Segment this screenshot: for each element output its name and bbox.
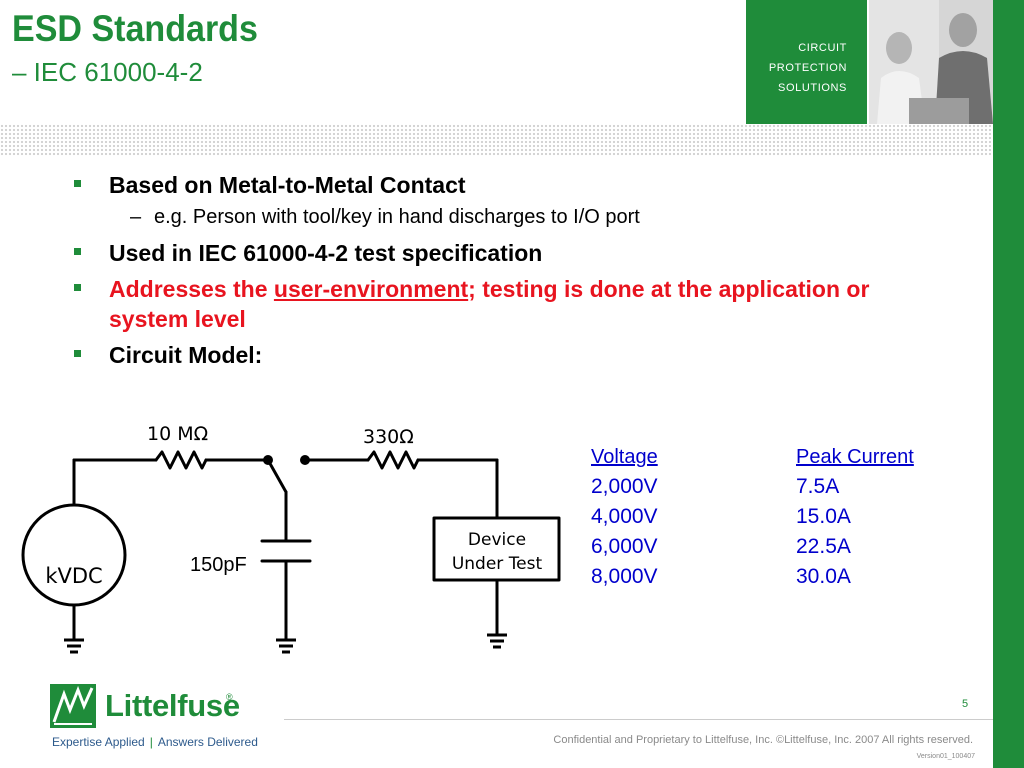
bullet-square-icon — [74, 350, 81, 357]
bullet-test-spec: Used in IEC 61000-4-2 test specification — [72, 238, 942, 268]
label-dut-line1: Device — [468, 530, 526, 550]
banner-line-1: CIRCUIT — [798, 42, 847, 54]
header-voltage: Voltage — [591, 446, 658, 468]
label-dut-line2: Under Test — [452, 554, 543, 574]
ground-symbol-cap — [276, 638, 296, 654]
confidential-notice: Confidential and Proprietary to Littelfu… — [553, 734, 973, 746]
footer-divider — [284, 719, 993, 720]
sub-bullet-dash: – — [130, 206, 142, 228]
people-photo-illustration — [869, 0, 993, 124]
switch-blade — [266, 458, 288, 494]
voltage-cell: 6,000V — [591, 535, 658, 558]
label-source: kVDC — [45, 564, 102, 588]
bullet-square-icon — [74, 180, 81, 187]
current-cell: 30.0A — [796, 565, 851, 588]
ground-symbol-source — [64, 638, 84, 654]
current-cell: 15.0A — [796, 505, 851, 528]
voltage-source — [21, 503, 127, 607]
bullet-text-post: ; testing is done at the application or … — [109, 276, 870, 332]
current-cell: 7.5A — [796, 475, 840, 498]
current-cell: 22.5A — [796, 535, 851, 558]
header-banner: CIRCUIT PROTECTION SOLUTIONS — [746, 0, 867, 124]
page-subtitle: – IEC 61000-4-2 — [12, 57, 203, 87]
tagline-left: Expertise Applied — [52, 735, 145, 749]
current-column: Peak Current 7.5A 15.0A 22.5A 30.0A — [796, 442, 996, 592]
logo-registered-mark: ® — [226, 692, 233, 702]
switch-contact-left — [263, 455, 273, 465]
tagline-right: Answers Delivered — [157, 735, 258, 749]
bullet-user-environment: Addresses the user-environment; testing … — [72, 274, 942, 334]
voltage-cell: 8,000V — [591, 565, 658, 588]
circuit-diagram: 10 MΩ 330Ω 150pF kVDC Device Under Test — [21, 423, 561, 654]
littelfuse-logo-icon — [50, 684, 96, 728]
page-title: ESD Standards — [12, 8, 258, 49]
tagline: Expertise Applied | Answers Delivered — [52, 735, 258, 749]
resistor-330 — [366, 450, 420, 470]
label-r1: 10 MΩ — [147, 423, 208, 445]
voltage-cell: 2,000V — [591, 475, 658, 498]
dotted-divider-band — [0, 124, 993, 156]
banner-line-2: PROTECTION — [768, 62, 847, 74]
ground-symbol-dut — [487, 633, 507, 649]
bullet-text: Circuit Model: — [109, 342, 263, 368]
bullet-circuit-model: Circuit Model: — [72, 340, 942, 370]
bullet-text-underlined: user-environment — [273, 276, 469, 302]
label-capacitor: 150pF — [190, 554, 247, 576]
bullet-text-pre: Addresses the — [109, 276, 274, 302]
bullet-square-icon — [74, 284, 81, 291]
sub-bullet-text: e.g. Person with tool/key in hand discha… — [154, 206, 640, 228]
voltage-column: Voltage 2,000V 4,000V 6,000V 8,000V — [591, 442, 791, 592]
page-number: 5 — [962, 698, 969, 710]
switch-contact-right — [300, 455, 310, 465]
banner-line-3: SOLUTIONS — [778, 82, 847, 94]
bullet-text: Based on Metal-to-Metal Contact — [109, 172, 466, 198]
header-peak-current: Peak Current — [796, 446, 914, 468]
bullet-list: Based on Metal-to-Metal Contact – e.g. P… — [72, 170, 942, 376]
sub-bullet-example: – e.g. Person with tool/key in hand disc… — [72, 204, 942, 230]
header-photo — [869, 0, 993, 124]
bullet-metal-contact: Based on Metal-to-Metal Contact — [72, 170, 942, 200]
resistor-10m — [154, 450, 208, 470]
logo-wordmark: Littelfuse — [105, 688, 240, 723]
voltage-cell: 4,000V — [591, 505, 658, 528]
bullet-text: Used in IEC 61000-4-2 test specification — [109, 240, 543, 266]
banner-text: CIRCUIT PROTECTION SOLUTIONS — [769, 38, 847, 98]
tagline-separator: | — [149, 735, 153, 749]
side-bar — [993, 0, 1024, 768]
bullet-square-icon — [74, 248, 81, 255]
version-label: Version01_100407 — [916, 753, 975, 760]
label-r2: 330Ω — [363, 426, 414, 448]
